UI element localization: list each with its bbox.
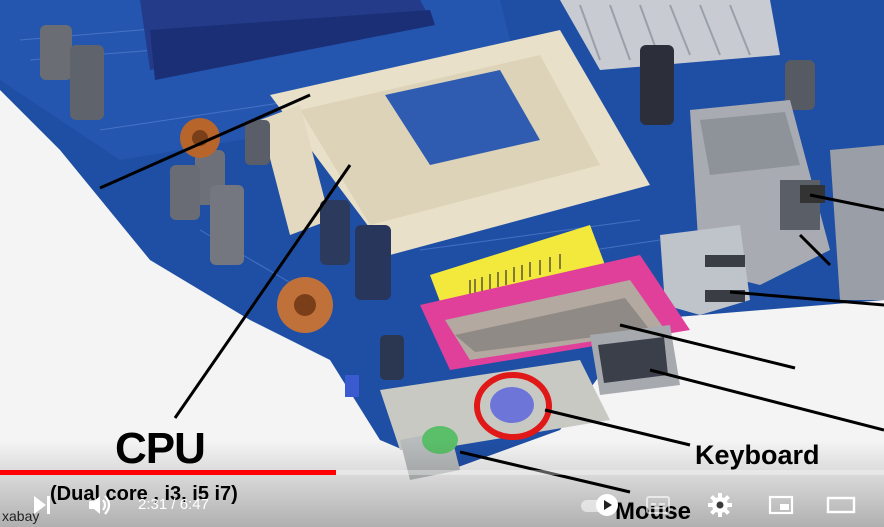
current-time: 2:31 — [138, 496, 168, 513]
progress-played — [0, 470, 336, 475]
theater-mode-icon — [826, 496, 856, 514]
keyboard-label: Keyboard — [695, 440, 820, 470]
volume-icon — [89, 495, 111, 515]
miniplayer-icon — [768, 495, 794, 515]
watermark: xabay — [2, 508, 40, 524]
capacitors — [40, 25, 815, 380]
duration: 6:47 — [179, 496, 209, 513]
miniplayer-button[interactable] — [762, 487, 800, 523]
captions-icon — [646, 496, 670, 514]
autoplay-toggle[interactable] — [578, 487, 624, 523]
next-button[interactable] — [22, 487, 60, 523]
pointer-lines — [99, 93, 884, 494]
gear-icon — [708, 493, 732, 517]
theater-mode-button[interactable] — [820, 487, 862, 523]
progress-bar[interactable] — [0, 470, 884, 475]
time-display: 2:31 / 6:47 — [138, 496, 209, 513]
cpu-label: CPU — [115, 424, 206, 473]
time-separator: / — [167, 496, 180, 513]
mouse-label: Mouse — [615, 498, 692, 525]
settings-button[interactable] — [702, 487, 738, 523]
highlight-circle — [474, 372, 552, 440]
player-controls: 2:31 / 6:47 — [0, 487, 884, 527]
captions-button[interactable] — [640, 487, 676, 523]
autoplay-toggle-icon — [581, 494, 618, 516]
next-icon — [34, 496, 50, 514]
volume-button[interactable] — [82, 487, 118, 523]
